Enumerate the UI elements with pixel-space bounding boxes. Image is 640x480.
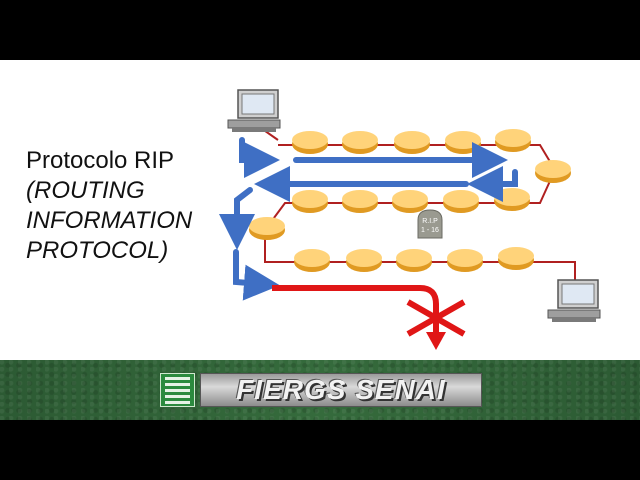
computer-icon bbox=[227, 89, 281, 132]
footer-banner: FIERGS SENAI bbox=[0, 360, 640, 420]
logo-bar bbox=[165, 401, 190, 404]
fiergs-system-logo bbox=[160, 373, 195, 407]
router-icon bbox=[346, 249, 382, 272]
logo-bar bbox=[165, 383, 190, 386]
router-icon bbox=[443, 190, 479, 213]
router-icon bbox=[494, 188, 530, 211]
router-icon bbox=[392, 190, 428, 213]
broken-link-icon bbox=[272, 285, 466, 350]
rip-badge-label: R.I.P bbox=[422, 218, 438, 225]
router-icon bbox=[394, 131, 430, 154]
router-icon bbox=[249, 217, 285, 240]
title-line-4: PROTOCOL) bbox=[26, 237, 169, 264]
brand-logo: FIERGS SENAI bbox=[200, 373, 482, 407]
title-line-3: INFORMATION bbox=[26, 207, 193, 234]
router-icon bbox=[445, 131, 481, 154]
router-icon bbox=[495, 129, 531, 152]
logo-bar bbox=[165, 389, 190, 392]
rip-badge-range: 1 - 16 bbox=[421, 227, 439, 234]
title-line-1: Protocolo RIP bbox=[26, 147, 175, 174]
router-icon bbox=[447, 249, 483, 272]
arrow-icon bbox=[219, 137, 518, 301]
logo-bar bbox=[165, 395, 190, 398]
routers bbox=[249, 129, 571, 272]
router-icon bbox=[294, 249, 330, 272]
computer-icon bbox=[547, 279, 601, 322]
router-icon bbox=[396, 249, 432, 272]
rip-diagram: R.I.P 1 - 16 bbox=[219, 89, 601, 350]
tombstone-icon: R.I.P 1 - 16 bbox=[417, 209, 443, 239]
router-icon bbox=[498, 247, 534, 270]
router-icon bbox=[342, 190, 378, 213]
slide-title: Protocolo RIP (ROUTING INFORMATION PROTO… bbox=[26, 146, 192, 266]
logo-bar bbox=[165, 377, 190, 380]
title-line-2: (ROUTING bbox=[26, 177, 145, 204]
router-icon bbox=[292, 131, 328, 154]
slide: Protocolo RIP (ROUTING INFORMATION PROTO… bbox=[0, 60, 640, 420]
router-icon bbox=[292, 190, 328, 213]
brand-text: FIERGS SENAI bbox=[236, 374, 446, 405]
router-icon bbox=[342, 131, 378, 154]
router-icon bbox=[535, 160, 571, 183]
